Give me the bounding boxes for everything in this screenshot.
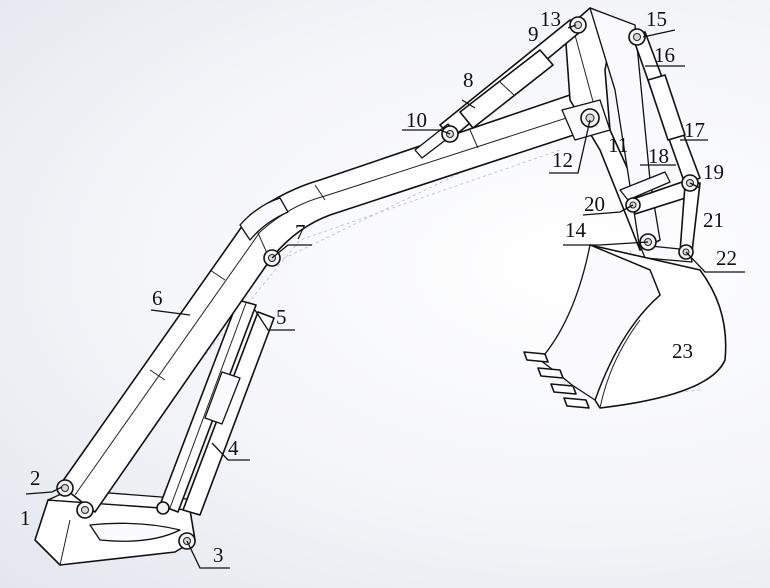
label-part-19: 19: [703, 160, 724, 184]
label-part-20: 20: [584, 192, 605, 216]
label-part-1: 1: [20, 506, 31, 530]
boom: [59, 94, 601, 513]
label-part-10: 10: [406, 108, 427, 132]
boom-cylinders: [159, 299, 275, 516]
label-part-13: 13: [540, 7, 561, 31]
label-part-8: 8: [463, 68, 474, 92]
label-part-4: 4: [228, 436, 239, 460]
label-part-11: 11: [608, 133, 629, 157]
label-part-2: 2: [30, 466, 41, 490]
label-part-14: 14: [565, 218, 586, 242]
label-part-9: 9: [528, 22, 539, 46]
label-part-21: 21: [703, 208, 724, 232]
bucket: [523, 244, 727, 409]
pins: [56, 16, 699, 550]
label-part-5: 5: [276, 305, 287, 329]
label-part-23: 23: [672, 339, 693, 363]
leader-lines: [25, 24, 745, 569]
label-part-17: 17: [684, 118, 705, 142]
label-part-6: 6: [152, 286, 163, 310]
label-part-18: 18: [648, 144, 669, 168]
stick-cylinder: [414, 19, 581, 159]
label-part-12: 12: [552, 148, 573, 172]
label-part-16: 16: [654, 43, 675, 67]
label-part-22: 22: [716, 246, 737, 270]
label-part-3: 3: [213, 543, 224, 567]
label-part-7: 7: [295, 220, 306, 244]
bucket-linkage: [619, 171, 701, 263]
label-part-15: 15: [646, 7, 667, 31]
